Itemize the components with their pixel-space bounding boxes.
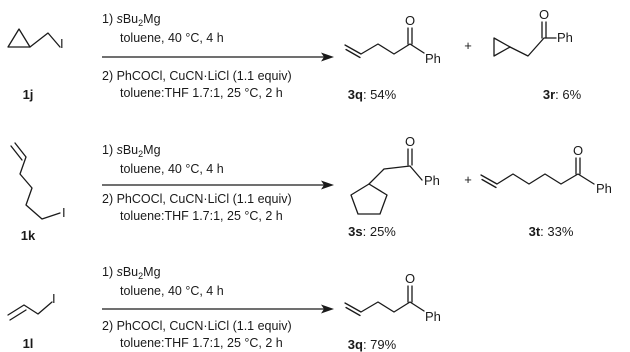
product-label-3r: 3r: 6% <box>543 87 582 102</box>
phenyl-group: Ph <box>425 309 441 324</box>
reaction-row-2: I 1k 1) sBu2Mg toluene, 40 °C, 4 h 2) Ph… <box>10 134 612 243</box>
condition-line4: toluene:THF 1.7:1, 25 °C, 2 h <box>120 86 283 100</box>
carbon-chain <box>344 301 425 313</box>
alkene-double-bond <box>9 309 27 321</box>
product-label-3q: 3q: 79% <box>348 337 397 352</box>
cyclopentane-ring <box>350 183 388 215</box>
oxygen-atom: O <box>405 134 415 149</box>
substrate-label-1k: 1k <box>21 228 36 243</box>
substrate-1l-structure: I <box>7 291 56 321</box>
iodine-atom: I <box>52 291 56 306</box>
condition-line3: 2) PhCOCl, CuCN·LiCl (1.1 equiv) <box>102 192 292 206</box>
reaction-row-1: I 1j 1) sBu2Mg toluene, 40 °C, 4 h 2) Ph… <box>7 7 582 102</box>
ch2-bond <box>29 32 61 48</box>
alkene-double-bond <box>10 145 23 161</box>
plus-sign: + <box>464 172 472 187</box>
oxygen-atom: O <box>539 7 549 22</box>
condition-step1: 1) sBu2Mg <box>102 265 161 281</box>
condition-line3: 2) PhCOCl, CuCN·LiCl (1.1 equiv) <box>102 69 292 83</box>
phenyl-group: Ph <box>425 51 441 66</box>
iodine-atom: I <box>60 36 64 51</box>
substrate-label-1j: 1j <box>23 87 34 102</box>
phenyl-group: Ph <box>557 30 573 45</box>
cyclopropane-ring <box>493 37 511 57</box>
condition-step1: 1) sBu2Mg <box>102 12 161 28</box>
alkene-double-bond <box>345 306 361 317</box>
alkene-double-bond <box>345 48 361 59</box>
condition-line2: toluene, 40 °C, 4 h <box>120 31 224 45</box>
condition-line4: toluene:THF 1.7:1, 25 °C, 2 h <box>120 209 283 223</box>
reaction-row-3: I 1l 1) sBu2Mg toluene, 40 °C, 4 h 2) Ph… <box>7 265 441 352</box>
alkene-double-bond <box>481 178 497 189</box>
product-label-3s: 3s: 25% <box>348 224 396 239</box>
iodine-atom: I <box>62 205 66 220</box>
carbon-chain <box>7 301 53 316</box>
substrate-label-1l: 1l <box>23 336 34 351</box>
product-3r-structure: O Ph <box>493 7 573 57</box>
phenyl-group: Ph <box>596 181 612 196</box>
product-3q-structure: O Ph <box>344 13 441 66</box>
condition-line4: toluene:THF 1.7:1, 25 °C, 2 h <box>120 336 283 350</box>
oxygen-atom: O <box>405 271 415 286</box>
ch2-bond <box>368 165 423 185</box>
substrate-1j-structure: I <box>7 28 64 51</box>
carbon-chain <box>14 142 61 220</box>
condition-line3: 2) PhCOCl, CuCN·LiCl (1.1 equiv) <box>102 319 292 333</box>
reaction-arrow-head <box>321 180 334 190</box>
plus-sign: + <box>464 38 472 53</box>
product-3s-structure: O Ph <box>350 134 440 215</box>
oxygen-atom: O <box>573 143 583 158</box>
phenyl-group: Ph <box>424 173 440 188</box>
product-3t-structure: O Ph <box>480 143 612 196</box>
product-3q-structure: O Ph <box>344 271 441 324</box>
carbon-chain <box>344 43 425 55</box>
carbon-chain <box>480 173 595 185</box>
condition-step1: 1) sBu2Mg <box>102 143 161 159</box>
condition-line2: toluene, 40 °C, 4 h <box>120 284 224 298</box>
ch2-bond <box>509 37 557 57</box>
reaction-arrow-head <box>321 304 334 314</box>
condition-line2: toluene, 40 °C, 4 h <box>120 162 224 176</box>
substrate-1k-structure: I <box>10 142 66 220</box>
oxygen-atom: O <box>405 13 415 28</box>
reaction-arrow-head <box>321 52 334 62</box>
cyclopropane-ring <box>7 28 31 48</box>
product-label-3q: 3q: 54% <box>348 87 397 102</box>
product-label-3t: 3t: 33% <box>529 224 574 239</box>
